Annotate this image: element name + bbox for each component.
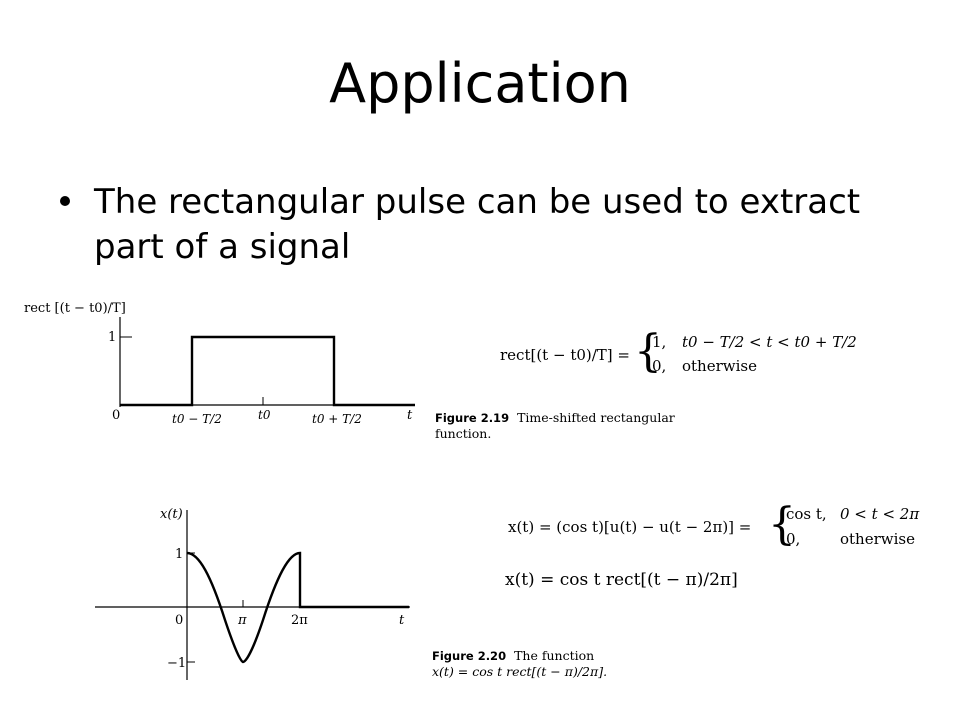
rect-origin-label: 0 (112, 408, 120, 423)
rect-y-axis-label: rect [(t − t0)/T] (24, 301, 126, 316)
rect-pulse-plot: rect [(t − t0)/T] 1 0 t t0 − T/2 t0 t0 +… (24, 301, 415, 426)
figure-2-19-number: Figure 2.19 (435, 411, 510, 425)
cos-eq-lhs: x(t) = (cos t)[u(t) − u(t − 2π)] = (508, 518, 752, 536)
rect-eq-case2-condition: otherwise (682, 357, 757, 375)
figure-2-20-text-line2: x(t) = cos t rect[(t − π)/2π]. (432, 664, 608, 679)
cosine-window-plot: x(t) 1 −1 0 π 2π t (95, 507, 410, 680)
rect-eq-brace: { (634, 326, 662, 377)
cos-tick-pi: π (237, 613, 247, 628)
cos-window-rect-equation: x(t) = cos t rect[(t − π)/2π] (505, 570, 738, 590)
cos-y-axis-label: x(t) (160, 507, 183, 522)
rect-eq-case1-value: 1, (652, 333, 667, 351)
rect-tick-1: 1 (108, 330, 116, 345)
cos-eq-case1-value: cos t, (786, 505, 827, 523)
cos-tick-2pi: 2π (291, 613, 308, 628)
cos-eq-brace: { (768, 499, 796, 550)
rect-eq-case2-value: 0, (652, 357, 667, 375)
cos-t-axis-label: t (399, 613, 405, 628)
figure-2-19-text: Time-shifted rectangular function. (435, 410, 675, 441)
rect-center-label: t0 (258, 408, 271, 422)
cos-tick-1: 1 (175, 547, 183, 562)
cos-origin-label: 0 (175, 613, 183, 628)
figure-2-20-number: Figure 2.20 (432, 649, 507, 663)
cos-eq-case1-condition: 0 < t < 2π (840, 505, 920, 523)
cos-eq-case2-condition: otherwise (840, 530, 915, 548)
slide-title: Application (329, 52, 631, 115)
bullet-text: The rectangular pulse can be used to ext… (94, 182, 861, 267)
rect-left-edge-label: t0 − T/2 (172, 412, 222, 426)
rect-eq-case1-condition: t0 − T/2 < t < t0 + T/2 (682, 333, 857, 351)
cos-window-piecewise-equation: x(t) = (cos t)[u(t) − u(t − 2π)] = { cos… (508, 499, 928, 555)
rect-pulse-line (120, 335, 415, 407)
cos-window-curve (186, 551, 409, 664)
bullet-dot (60, 196, 70, 206)
rect-t-axis-label: t (407, 408, 413, 423)
rect-eq-lhs: rect[(t − t0)/T] = (500, 346, 630, 364)
cos-eq-case2-value: 0, (786, 530, 801, 548)
cos-tick-minus-1: −1 (167, 656, 186, 671)
rect-right-edge-label: t0 + T/2 (312, 412, 362, 426)
rect-definition-equation: rect[(t − t0)/T] = { 1, t0 − T/2 < t < t… (500, 330, 880, 380)
figure-2-20-text-line1: The function (514, 648, 595, 663)
figure-2-20-caption: Figure 2.20 The function x(t) = cos t rec… (432, 648, 672, 680)
